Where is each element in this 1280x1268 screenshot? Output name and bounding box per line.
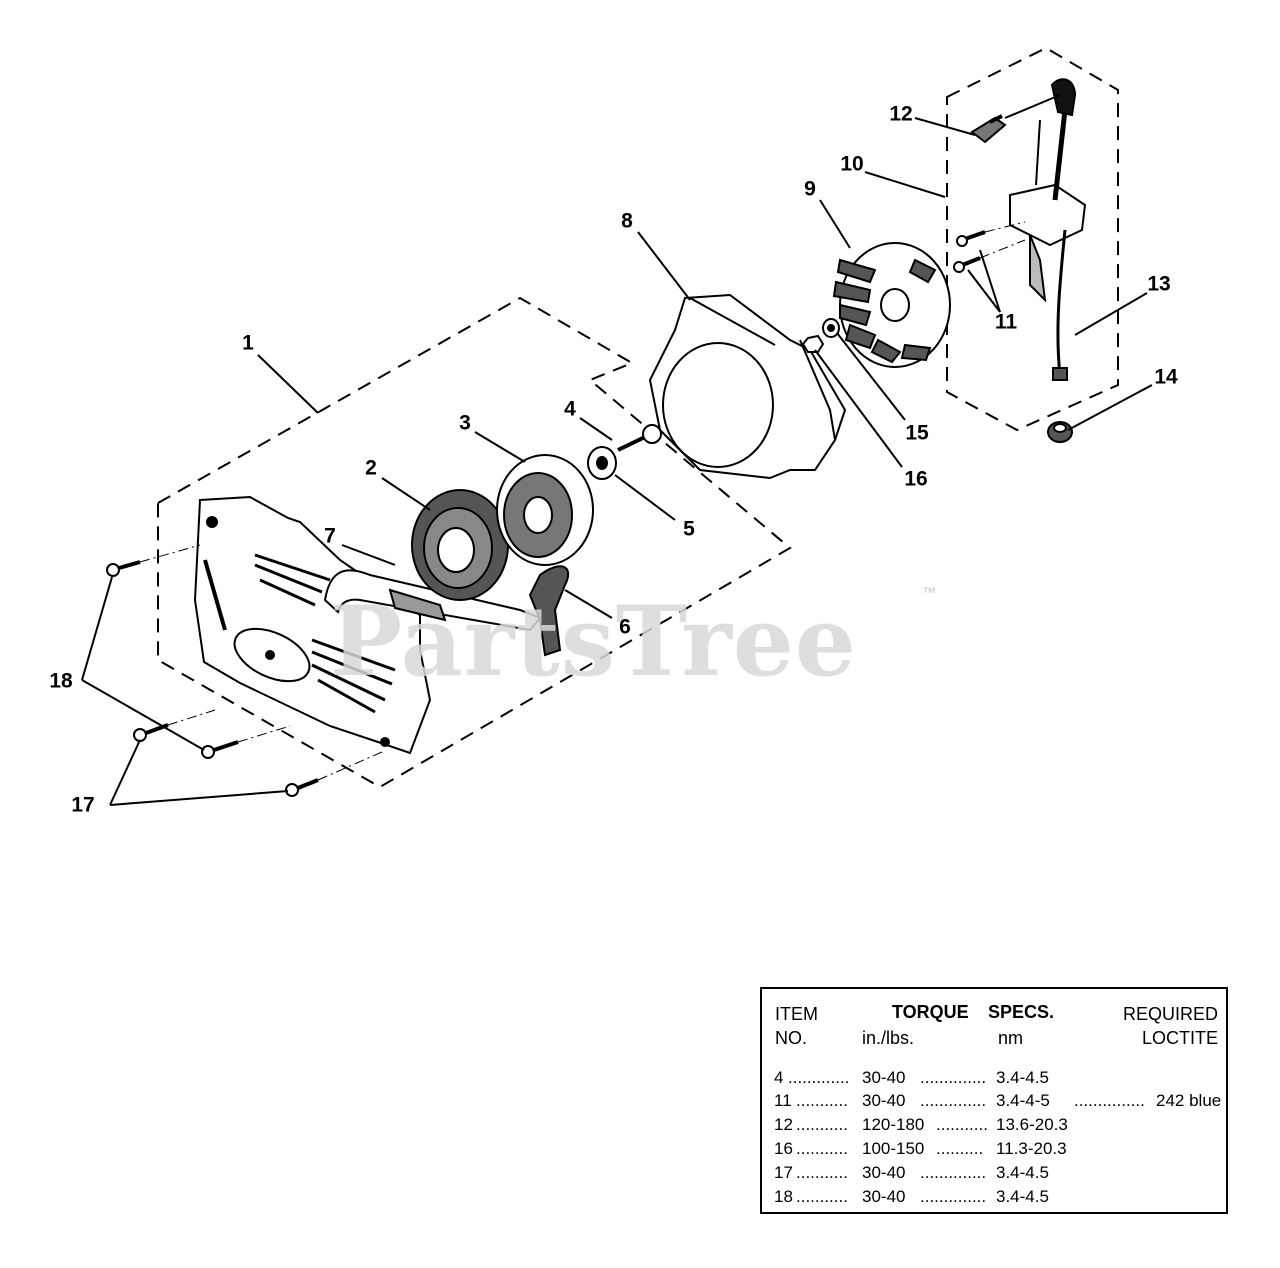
callout-1: 1: [242, 331, 254, 355]
row-in-lbs: 30-40: [862, 1068, 906, 1087]
callout-8: 8: [621, 209, 633, 233]
callout-18: 18: [49, 669, 73, 693]
row-nm: 13.6-20.3: [996, 1115, 1068, 1134]
callout-12: 12: [889, 102, 913, 126]
leader-dots: ..............: [920, 1068, 987, 1087]
leader-dots: ..............: [920, 1187, 987, 1206]
header-torque: TORQUE: [892, 1002, 969, 1022]
torque-specs-table: ITEM NO. TORQUE SPECS. in./lbs. nm REQUI…: [760, 987, 1228, 1214]
row-in-lbs: 30-40: [862, 1163, 906, 1182]
header-no: NO.: [775, 1028, 808, 1048]
row-loctite: 242 blue: [1156, 1091, 1222, 1110]
starter-pulley: [496, 454, 594, 566]
callout-3: 3: [459, 411, 471, 435]
row-item: 16: [774, 1139, 793, 1158]
callout-6: 6: [619, 615, 631, 639]
callout-11: 11: [994, 310, 1018, 334]
header-in-lbs: in./lbs.: [862, 1028, 915, 1048]
spark-plug: [970, 114, 1007, 144]
callout-16: 16: [904, 467, 928, 491]
callout-4: 4: [564, 397, 576, 421]
row-nm: 3.4-4.5: [996, 1068, 1049, 1087]
callout-2: 2: [365, 456, 377, 480]
starter-assembly-boundary: [157, 296, 792, 789]
leader-dots: ...............: [1074, 1091, 1145, 1110]
row-item: 18: [774, 1187, 793, 1206]
row-nm: 3.4-4.5: [996, 1187, 1049, 1206]
washer: [587, 446, 617, 480]
callout-10: 10: [840, 152, 864, 176]
header-item: ITEM: [775, 1004, 818, 1024]
row-item: 12: [774, 1115, 793, 1134]
leader-dots: ...........: [796, 1187, 848, 1206]
ignition-module: [1009, 109, 1087, 381]
leader-lines: [81, 117, 1153, 806]
spark-plug-boot: [1004, 78, 1077, 119]
callout-15: 15: [905, 421, 929, 445]
starter-housing: [193, 495, 432, 755]
flywheel-washer: [822, 318, 840, 338]
assembly-boundaries: [157, 46, 1119, 789]
fan-housing: [648, 293, 847, 480]
callout-17: 17: [71, 793, 95, 817]
callout-9: 9: [804, 177, 816, 201]
leader-dots: ..............: [920, 1091, 987, 1110]
pawl: [528, 565, 570, 657]
watermark: PartsTree: [330, 585, 857, 698]
row-nm: 3.4-4.5: [996, 1163, 1049, 1182]
leader-dots: ...........: [796, 1139, 848, 1158]
leader-dots: .............: [788, 1068, 850, 1087]
header-specs: SPECS.: [988, 1002, 1055, 1022]
flywheel: [832, 242, 951, 368]
leader-dots: ...........: [796, 1091, 848, 1110]
row-in-lbs: 30-40: [862, 1187, 906, 1206]
grommet: [1047, 421, 1073, 443]
leader-dots: ..............: [920, 1163, 987, 1182]
row-nm: 3.4-4-5: [996, 1091, 1050, 1110]
header-loctite: LOCTITE: [1141, 1028, 1218, 1048]
header-nm: nm: [998, 1028, 1024, 1048]
module-screws: [953, 230, 986, 273]
row-item: 11: [774, 1091, 792, 1110]
rewind-spring: [411, 489, 509, 601]
callout-13: 13: [1147, 272, 1171, 296]
row-in-lbs: 30-40: [862, 1091, 906, 1110]
trademark-mark: ™: [922, 584, 936, 600]
screw: [617, 424, 662, 452]
row-in-lbs: 100-150: [862, 1139, 925, 1158]
row-in-lbs: 120-180: [862, 1115, 925, 1134]
flywheel-nut: [801, 334, 825, 353]
leader-dots: ...........: [936, 1115, 988, 1134]
row-item: 17: [774, 1163, 793, 1182]
ignition-assembly-boundary: [946, 46, 1119, 432]
row-item: 4: [774, 1068, 784, 1087]
callout-5: 5: [683, 517, 695, 541]
alignment-lines: [139, 221, 1026, 781]
callout-14: 14: [1154, 365, 1178, 389]
row-nm: 11.3-20.3: [996, 1139, 1067, 1158]
leader-dots: ...........: [796, 1163, 848, 1182]
housing-screws: [106, 560, 319, 797]
callout-7: 7: [324, 524, 336, 548]
leader-dots: ...........: [796, 1115, 848, 1134]
leader-dots: ..........: [936, 1139, 984, 1158]
header-required: REQUIRED: [1122, 1004, 1218, 1024]
